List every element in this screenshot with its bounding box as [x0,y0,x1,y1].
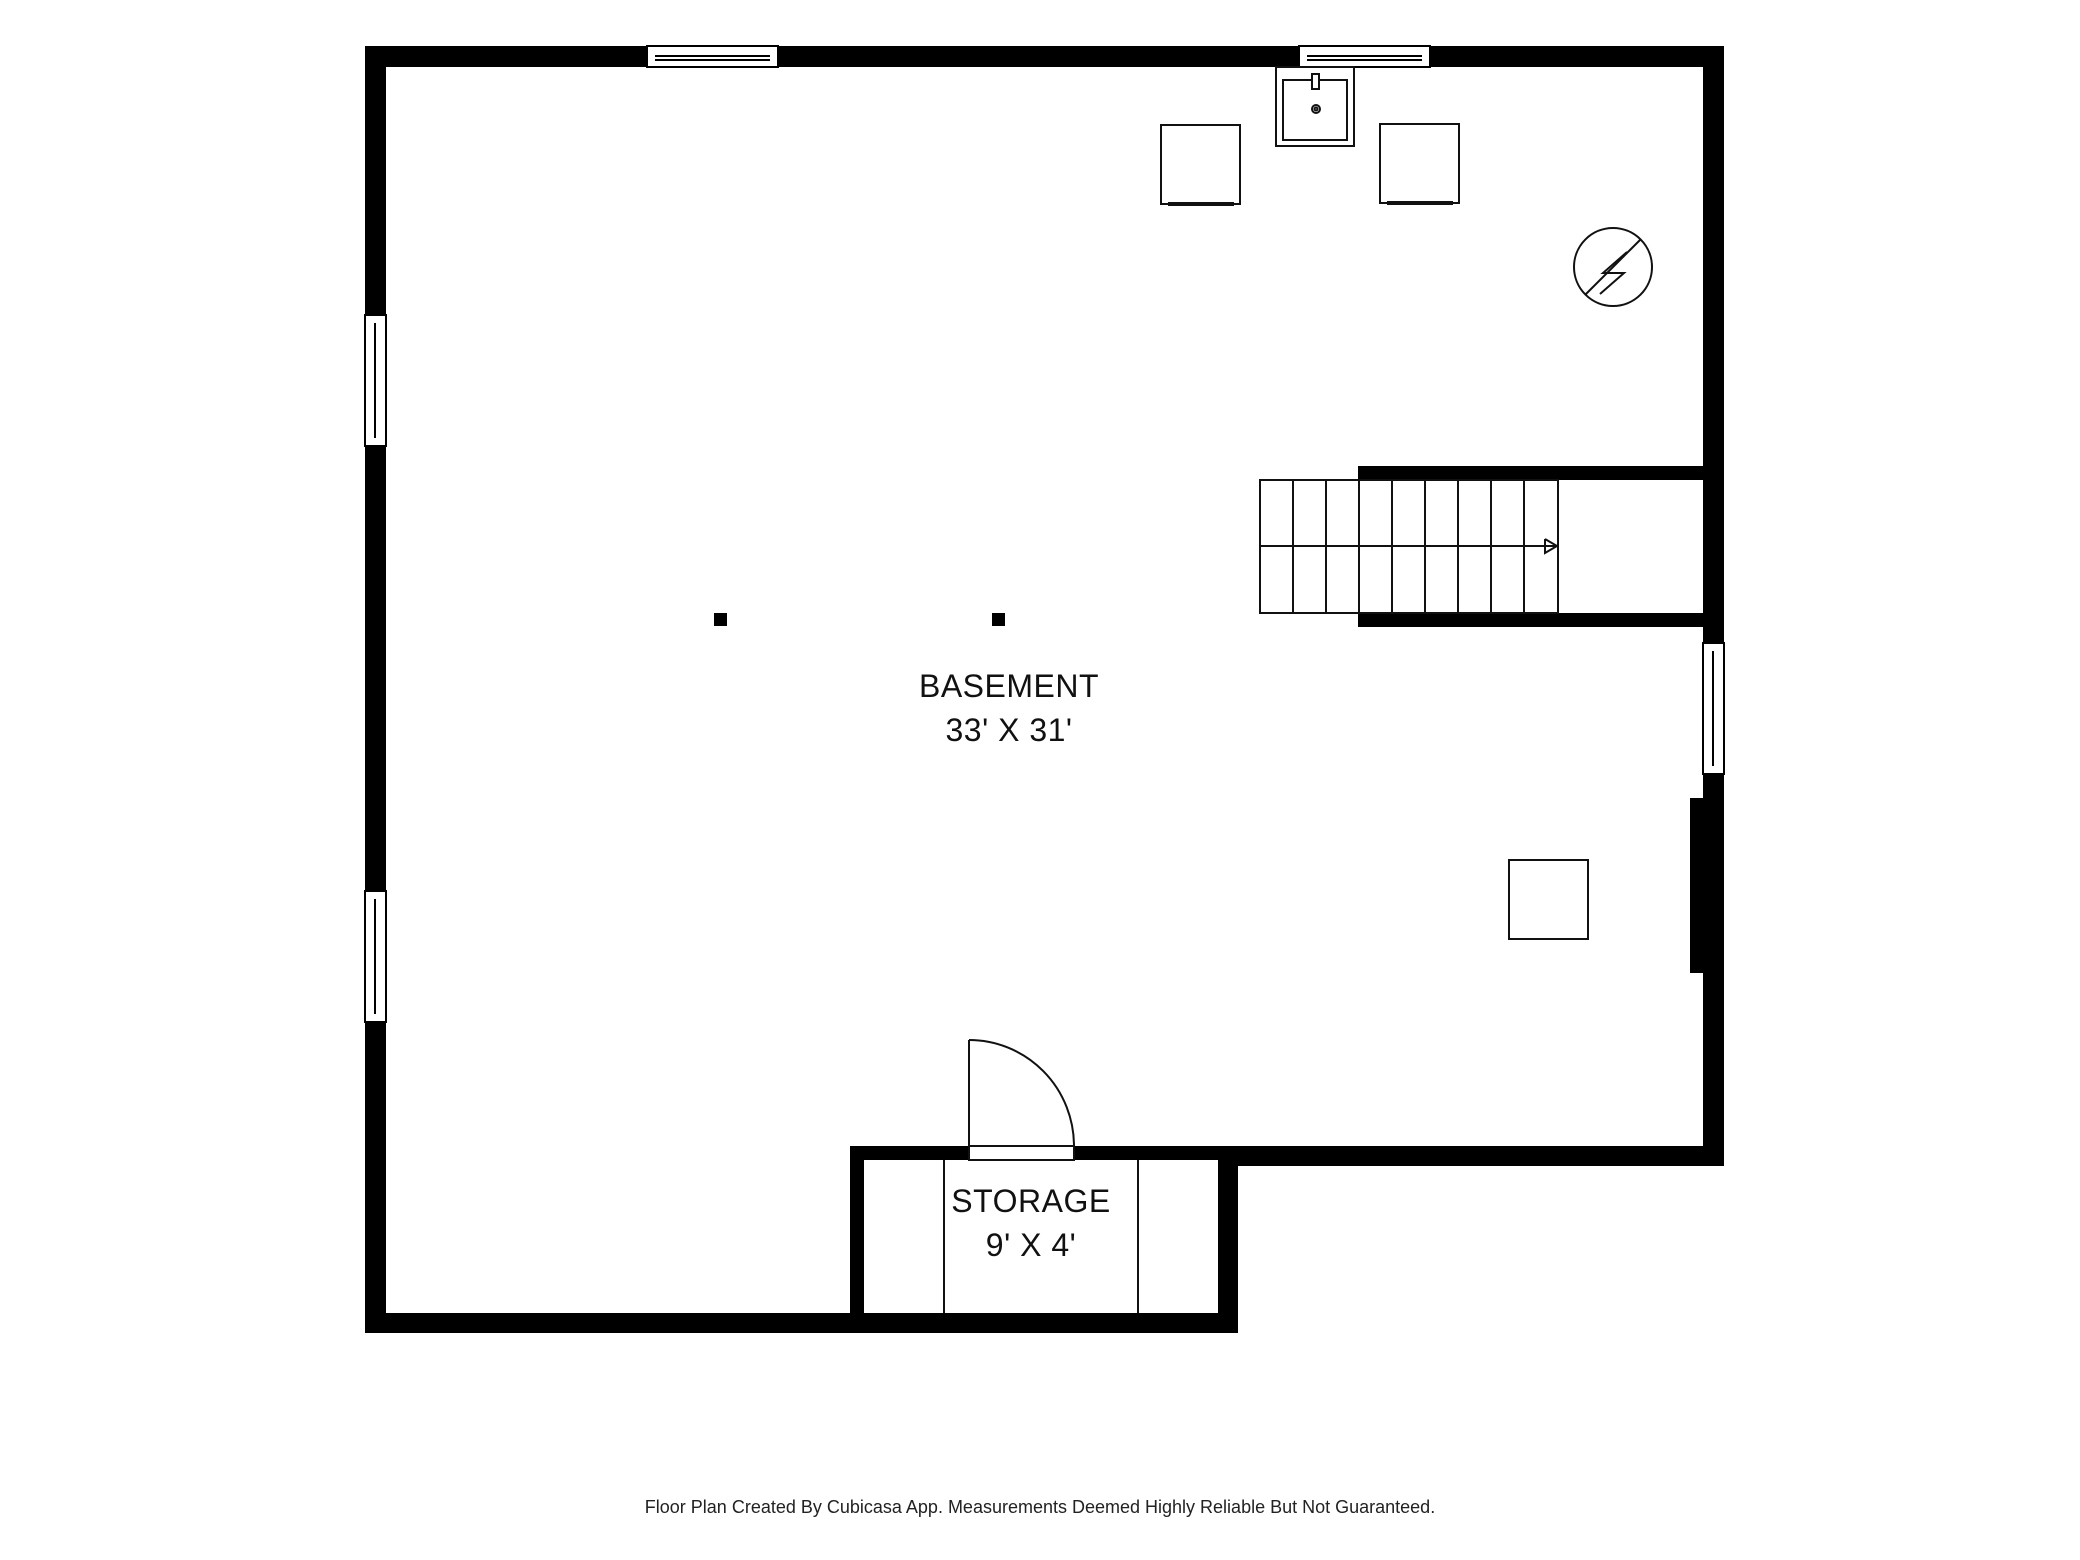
wall-storage-left [850,1146,864,1333]
room-name-basement: BASEMENT [919,668,1099,704]
support-post-icon [992,613,1005,626]
wall-right [1703,46,1724,1166]
window-icon [646,45,779,68]
wall-top [365,46,1724,67]
window-icon [364,890,387,1023]
wall-left [365,46,386,1333]
appliance-icon [1379,123,1460,205]
wall-stair-bottom [1358,613,1704,627]
sink-icon [1275,66,1355,147]
wall-stair-top [1358,466,1704,480]
room-labels: BASEMENT 33' X 31' STORAGE 9' X 4' [919,668,1110,1263]
fixtures [943,66,1653,1313]
footer-disclaimer: Floor Plan Created By Cubicasa App. Meas… [644,1497,1436,1517]
appliance-icon [1160,124,1241,206]
wall-storage-right [1218,1146,1238,1333]
room-dimensions-storage: 9' X 4' [986,1227,1076,1263]
wall-bump-right [1690,798,1706,973]
wall-bottom [365,1313,1238,1333]
window-icon [364,314,387,447]
windows [364,45,1725,1023]
support-post-icon [714,613,727,626]
wall-lower-right [1230,1146,1724,1166]
appliance-icon [1508,859,1589,940]
room-name-storage: STORAGE [951,1183,1110,1219]
water-heater-icon [1573,227,1653,307]
window-icon [1702,642,1725,775]
stairs-icon [1259,479,1559,614]
door-icon [968,1039,1075,1161]
room-dimensions-basement: 33' X 31' [945,712,1072,748]
window-icon [1298,45,1431,68]
storage-shelves [943,1160,1139,1313]
